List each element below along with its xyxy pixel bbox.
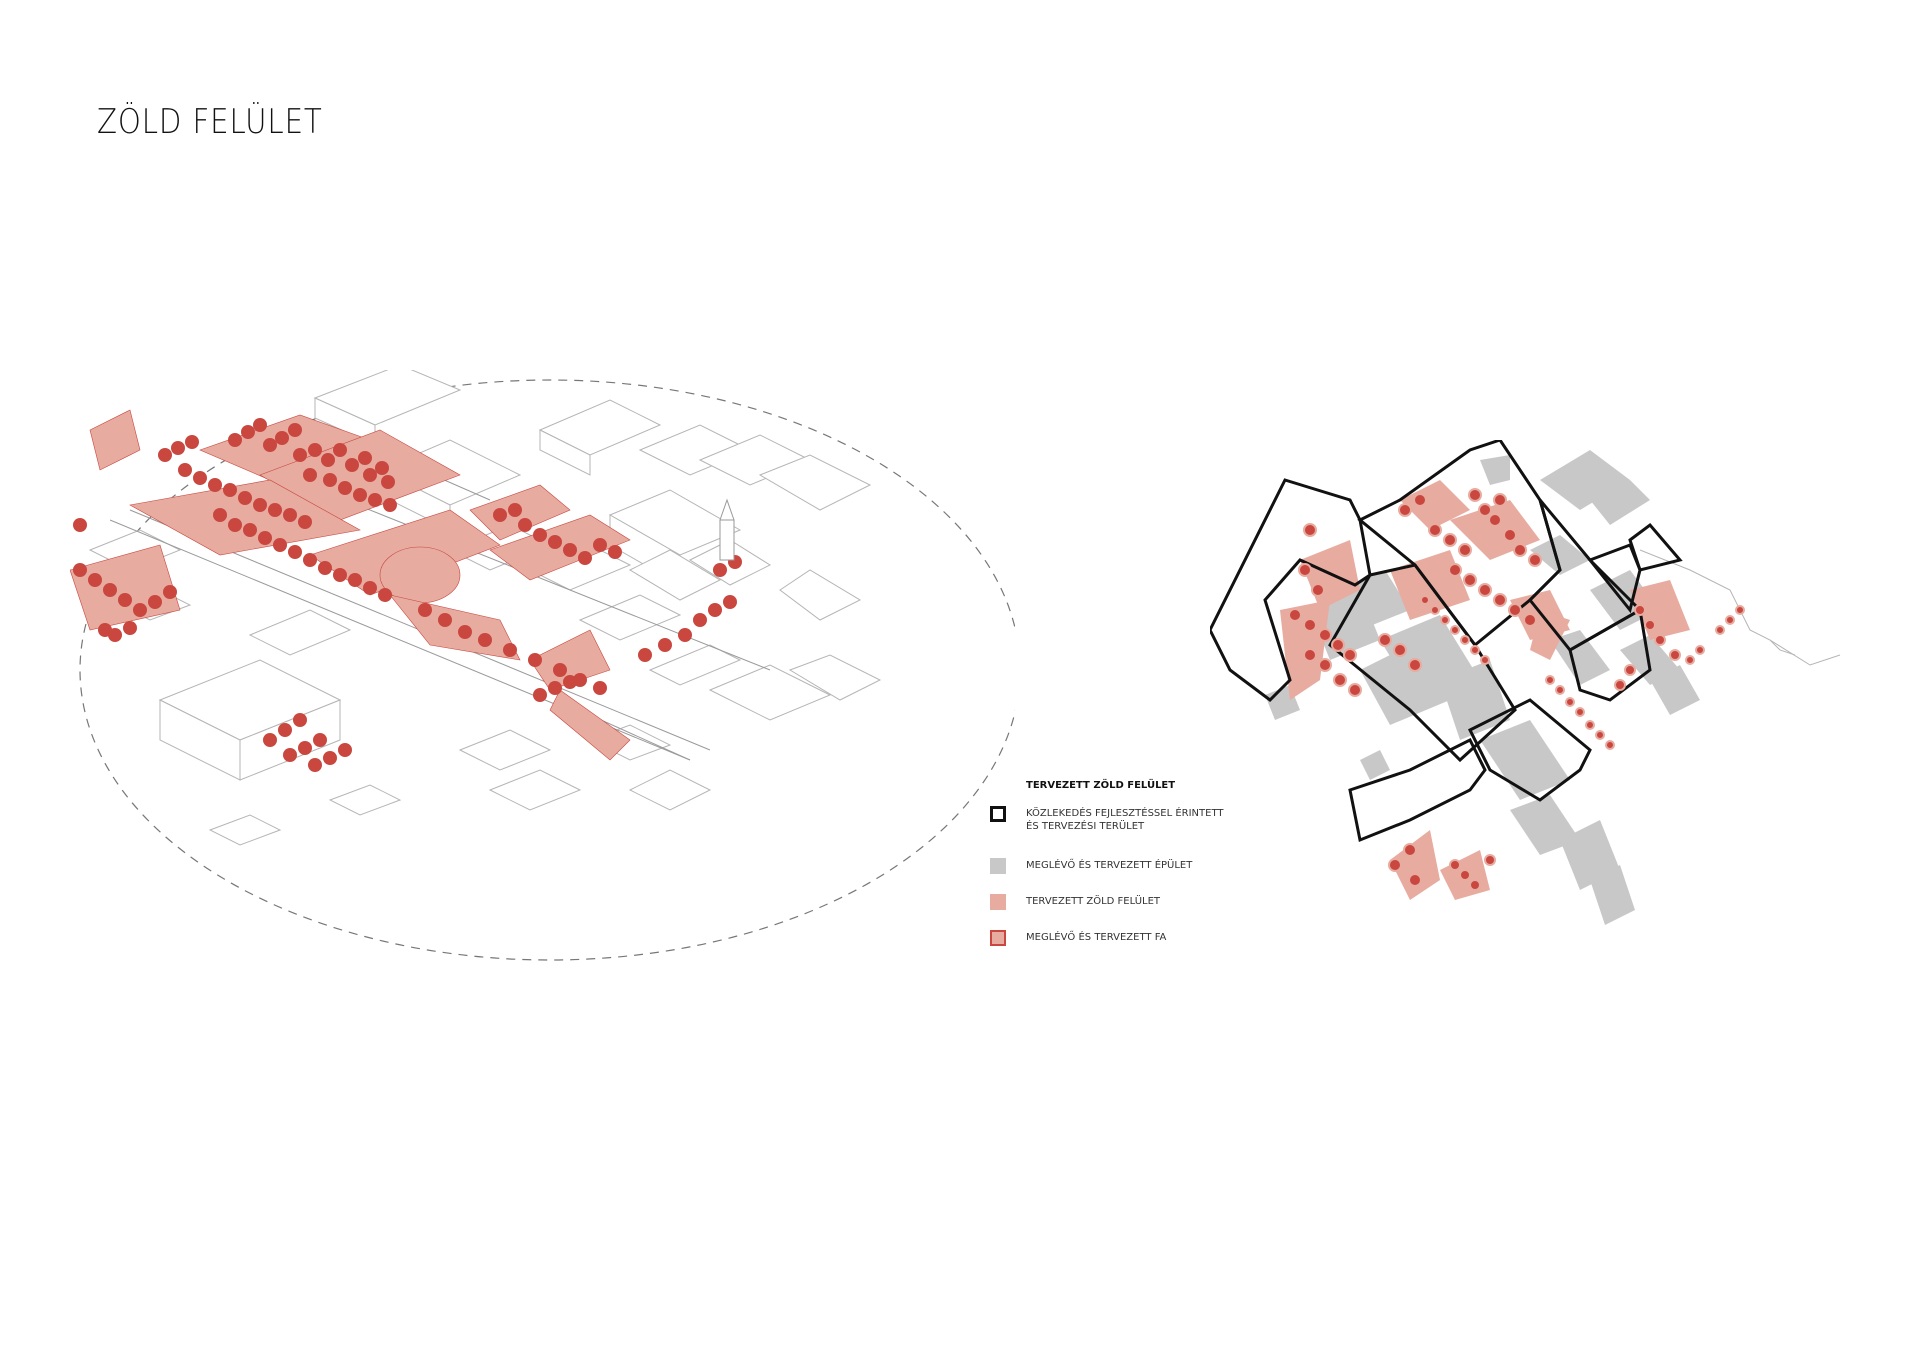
- building-swatch: [990, 858, 1006, 874]
- church-tower: [719, 498, 735, 561]
- legend-tree-label: MEGLÉVŐ ÉS TERVEZETT FA: [1026, 932, 1167, 943]
- green-areas: [70, 409, 631, 761]
- tree-markers: [73, 418, 742, 772]
- tree-swatch: [990, 930, 1006, 946]
- context-lines: [1639, 549, 1841, 666]
- page-title: ZÖLD FELÜLET: [97, 102, 323, 142]
- legend-item-boundary: KÖZLEKEDÉS FEJLESZTÉSSEL ÉRINTETT ÉS TER…: [990, 806, 1290, 836]
- legend-title: TERVEZETT ZÖLD FELÜLET: [1026, 780, 1176, 791]
- view-boundary-ellipse: [79, 379, 1015, 961]
- legend-building-label: MEGLÉVŐ ÉS TERVEZETT ÉPÜLET: [1026, 860, 1193, 871]
- site-plan: [1210, 440, 1841, 925]
- boundary-swatch: [990, 806, 1006, 822]
- green-area-swatch: [990, 894, 1006, 910]
- legend-boundary-label-2: ÉS TERVEZÉSI TERÜLET: [1026, 821, 1145, 832]
- legend-green-label: TERVEZETT ZÖLD FELÜLET: [1026, 896, 1161, 907]
- legend-item-building: MEGLÉVŐ ÉS TERVEZETT ÉPÜLET: [990, 858, 1290, 888]
- city-linework: [88, 370, 882, 846]
- legend-item-tree: MEGLÉVŐ ÉS TERVEZETT FA: [990, 930, 1290, 960]
- axonometric-view: [70, 370, 1015, 961]
- tree-markers-plan: [1288, 488, 1745, 891]
- legend-boundary-label-1: KÖZLEKEDÉS FEJLESZTÉSSEL ÉRINTETT: [1026, 808, 1224, 819]
- legend-item-green: TERVEZETT ZÖLD FELÜLET: [990, 894, 1290, 924]
